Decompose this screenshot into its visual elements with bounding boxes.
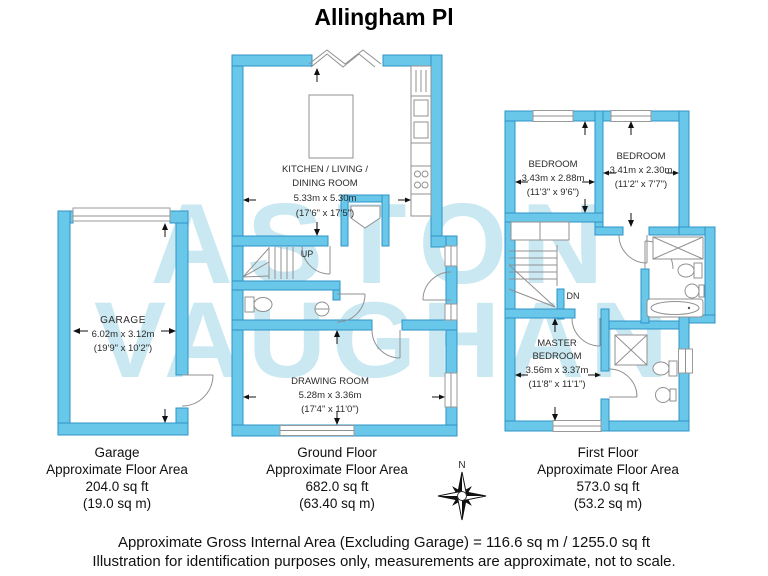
master-bedroom-dims-metric: 3.56m x 3.37m — [526, 365, 589, 376]
first-floor-caption-subtitle: Approximate Floor Area — [537, 462, 679, 477]
bedroom2-label: BEDROOM — [616, 151, 665, 162]
compass-center — [457, 491, 467, 501]
compass-north-label: N — [458, 460, 465, 471]
bedroom1-dims-imperial: (11'3" x 9'6") — [527, 187, 579, 198]
ground-floor-caption-sqft: 682.0 sq ft — [305, 479, 369, 494]
ensuite-fixtures — [614, 334, 678, 403]
master-bedroom-label-line2: BEDROOM — [532, 351, 581, 362]
drawing-room-dims-metric: 5.28m x 3.36m — [299, 390, 362, 401]
garage-room-dims-metric: 6.02m x 3.12m — [92, 329, 155, 340]
bedroom2-dims-imperial: (11'2" x 7'7") — [615, 179, 667, 190]
compass-south-half — [462, 496, 466, 520]
first-floor-caption-sqft: 573.0 sq ft — [576, 479, 640, 494]
garage-room-label: GARAGE — [100, 315, 146, 326]
first-floor-windows — [532, 110, 693, 432]
master-bedroom-dims-imperial: (11'8" x 11'1") — [528, 379, 585, 390]
garage-caption-sqm: (19.0 sq m) — [82, 496, 152, 511]
garage-caption-sqft: 204.0 sq ft — [85, 479, 149, 494]
ground-floor-caption: Ground Floor Approximate Floor Area 682.… — [237, 444, 437, 512]
kitchen-counter — [410, 65, 432, 217]
garage-room-dims-imperial: (19'9" x 10'2") — [94, 343, 152, 354]
compass-east-half — [462, 492, 486, 496]
garage-walls — [57, 210, 189, 436]
ground-floor-caption-title: Ground Floor — [297, 445, 377, 460]
ground-floor-dimension-arrows — [243, 68, 445, 425]
footer-line1: Approximate Gross Internal Area (Excludi… — [117, 534, 651, 551]
first-floor-dimension-arrows — [515, 121, 679, 421]
ground-floor-windows — [279, 245, 458, 436]
drawing-room-label: DRAWING ROOM — [291, 376, 369, 387]
ground-floor-caption-subtitle: Approximate Floor Area — [266, 462, 408, 477]
garage-door — [72, 207, 171, 222]
garage-floor-plan: GARAGE 6.02m x 3.12m (19'9" x 10'2") — [57, 207, 214, 436]
drawing-room-dims-imperial: (17'4" x 11'0") — [301, 404, 359, 415]
ground-floor-stairs — [242, 247, 294, 279]
kitchen-label-line1: KITCHEN / LIVING / — [282, 164, 368, 175]
ground-floor-caption-sqm: (63.40 sq m) — [299, 496, 375, 511]
page-title: Allingham Pl — [314, 4, 454, 30]
stairs-up-label: UP — [301, 249, 314, 259]
first-floor-plan: BEDROOM 3.43m x 2.88m (11'3" x 9'6") BED… — [504, 110, 716, 432]
wc-fixtures — [244, 296, 330, 317]
wardrobe — [510, 221, 570, 241]
garage-dimension-arrows — [73, 223, 176, 423]
compass-west-half — [438, 496, 462, 500]
kitchen-label-line2: DINING ROOM — [292, 178, 358, 189]
master-bedroom-label-line1: MASTER — [537, 338, 577, 349]
bathroom-fixtures — [646, 236, 705, 318]
garage-caption-subtitle: Approximate Floor Area — [46, 462, 188, 477]
kitchen-dims-imperial: (17'6" x 17'5") — [296, 208, 354, 219]
bedroom2-dims-metric: 3.41m x 2.30m — [610, 165, 673, 176]
first-floor-door-arcs — [571, 234, 674, 398]
ground-floor-door-arcs — [301, 245, 452, 359]
first-floor-stairs — [508, 245, 558, 308]
compass-rose: N — [437, 460, 487, 521]
stairs-dn-label: DN — [567, 291, 580, 301]
kitchen-island — [308, 94, 354, 159]
garage-side-door-arc — [181, 374, 214, 407]
compass-north-half — [458, 472, 462, 496]
first-floor-caption: First Floor Approximate Floor Area 573.0… — [508, 444, 708, 512]
footer-line2: Illustration for identification purposes… — [92, 553, 676, 570]
vestibule-door-shape — [350, 205, 381, 229]
bedroom1-dims-metric: 3.43m x 2.88m — [522, 173, 585, 184]
garage-caption: Garage Approximate Floor Area 204.0 sq f… — [17, 444, 217, 512]
first-floor-caption-title: First Floor — [577, 445, 639, 460]
bedroom1-label: BEDROOM — [528, 159, 577, 170]
footer-disclaimer: Approximate Gross Internal Area (Excludi… — [0, 533, 768, 571]
ground-floor-plan: KITCHEN / LIVING / DINING ROOM 5.33m x 5… — [231, 49, 458, 437]
bifold-door-zigzag — [308, 49, 382, 68]
first-floor-caption-sqm: (53.2 sq m) — [573, 496, 643, 511]
kitchen-dims-metric: 5.33m x 5.30m — [294, 193, 357, 204]
garage-caption-title: Garage — [94, 445, 140, 460]
